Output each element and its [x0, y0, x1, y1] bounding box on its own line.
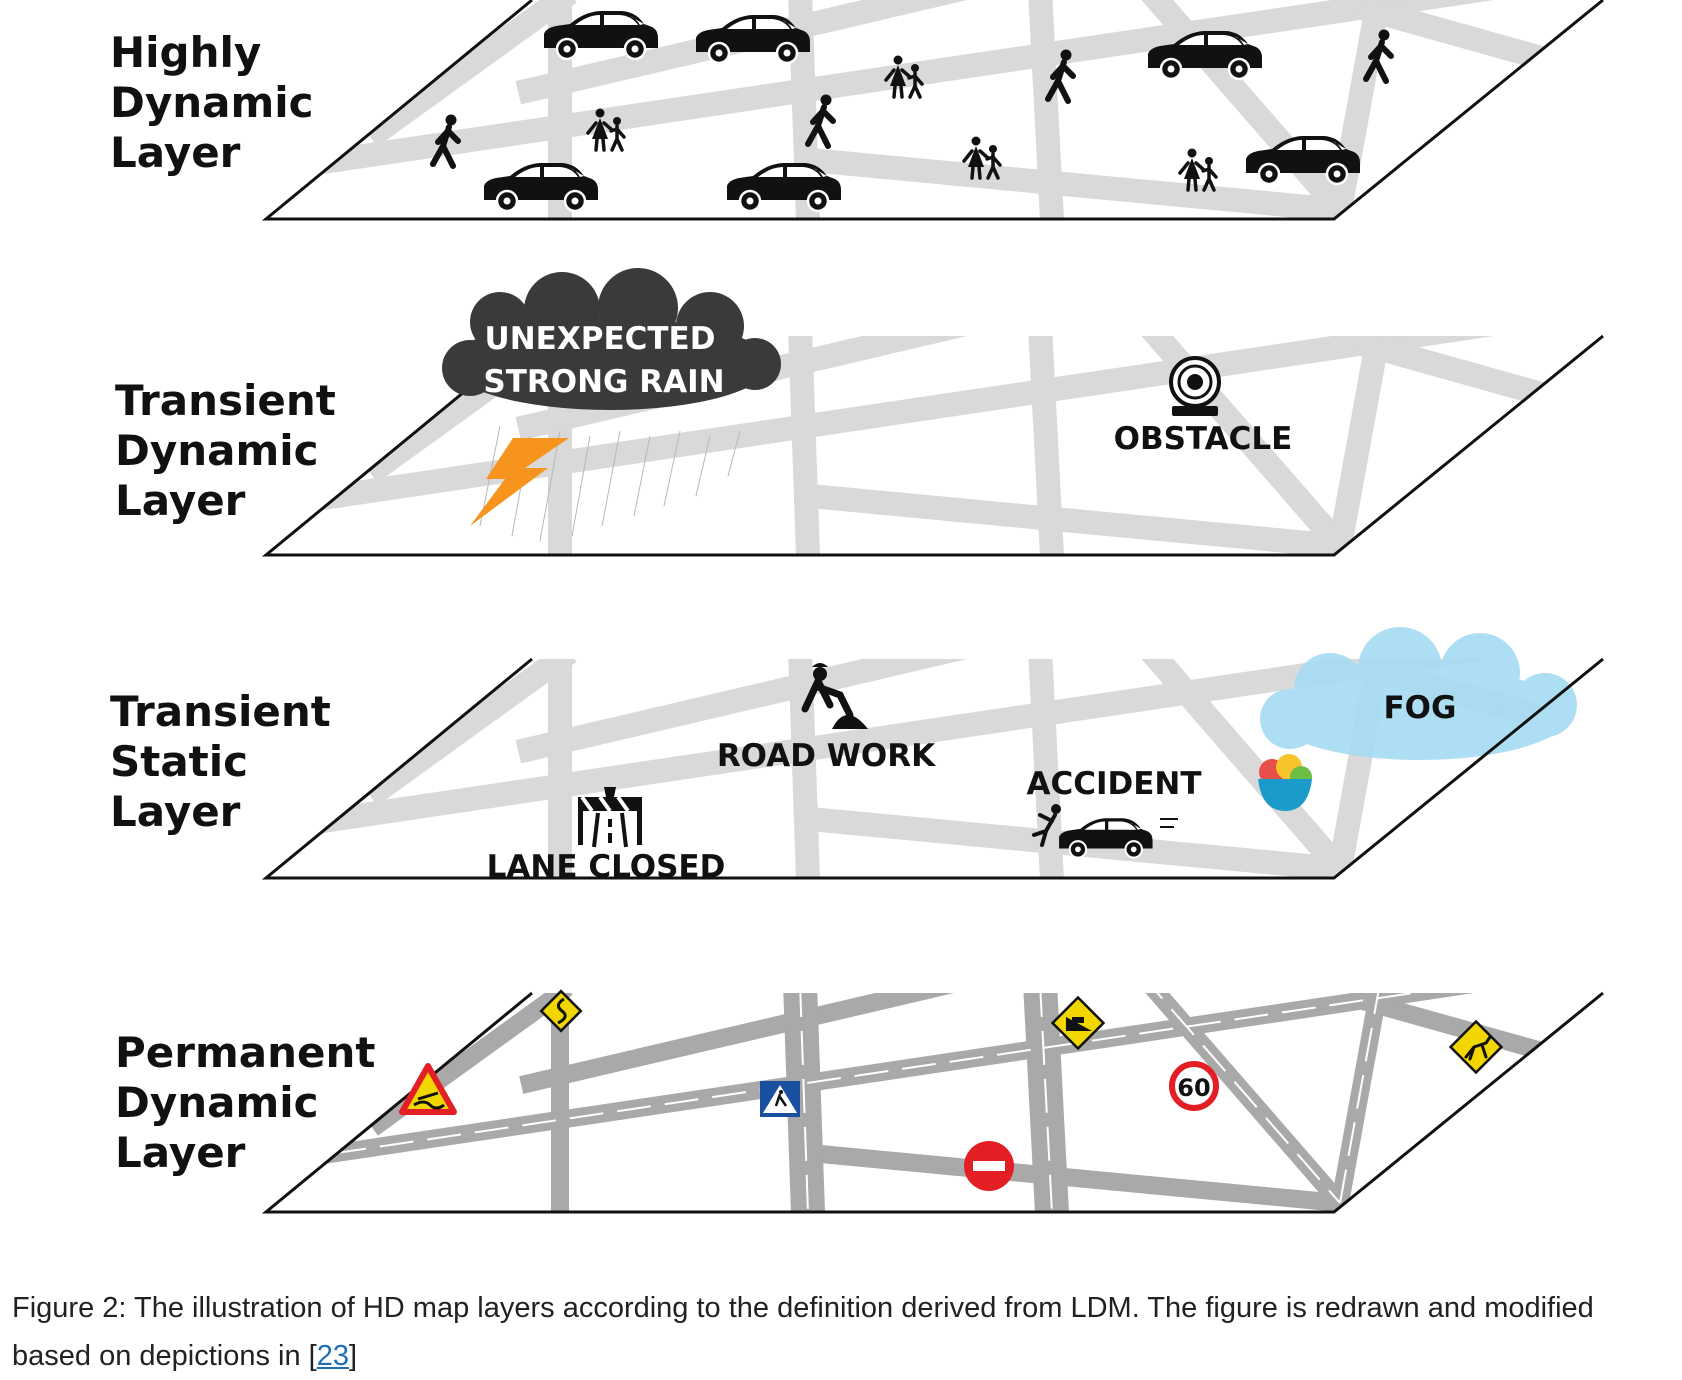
caption-end: ] — [348, 1340, 358, 1372]
layer-label-line: Dynamic — [115, 1078, 319, 1127]
figure-caption: Figure 2: The illustration of HD map lay… — [12, 1284, 1677, 1380]
layer-label-transient-dynamic: Transient Dynamic Layer — [115, 376, 336, 526]
curve-sign-icon — [539, 989, 583, 1033]
layer-label-line: Layer — [115, 1128, 246, 1177]
layer-label-highly-dynamic: Highly Dynamic Layer — [110, 28, 314, 178]
speed-limit-sign-icon: 60 — [1169, 1061, 1219, 1111]
accident-label: ACCIDENT — [1026, 766, 1201, 802]
rain-label-line1: UNEXPECTED — [485, 321, 716, 357]
layer-label-transient-static: Transient Static Layer — [110, 687, 331, 837]
fog-label: FOG — [1384, 690, 1457, 726]
layer-label-line: Transient — [115, 376, 336, 425]
no-entry-sign-icon — [964, 1141, 1014, 1191]
layer-label-line: Dynamic — [115, 426, 319, 475]
layer-label-line: Layer — [115, 476, 246, 525]
slippery-road-sign-icon — [399, 1063, 457, 1115]
layer-label-permanent-dynamic: Permanent Dynamic Layer — [115, 1028, 375, 1178]
hd-map-layers-diagram: UNEXPECTED STRONG RAIN OBSTACLE — [261, 0, 1604, 1214]
layer-label-line: Highly — [110, 28, 262, 77]
storm-cloud-icon: UNEXPECTED STRONG RAIN — [442, 268, 781, 410]
road-worker-icon — [801, 663, 868, 729]
debris-bowl-icon — [1258, 754, 1312, 811]
accident-icon — [1032, 804, 1178, 859]
rain-label-line2: STRONG RAIN — [483, 364, 724, 400]
layer-label-line: Layer — [110, 787, 241, 836]
lane-closed-label: LANE CLOSED — [487, 849, 726, 885]
layer-label-line: Dynamic — [110, 78, 314, 127]
pedestrian-icon — [433, 115, 458, 167]
tire-obstacle-icon — [1169, 356, 1221, 416]
lightning-icon — [470, 438, 569, 526]
layer-label-line: Transient — [110, 687, 331, 736]
caption-text: Figure 2: The illustration of HD map lay… — [12, 1292, 1594, 1372]
lane-closed-icon — [578, 787, 642, 848]
layer-transient-dynamic: UNEXPECTED STRONG RAIN OBSTACLE — [261, 268, 1604, 557]
car-icon — [482, 161, 600, 213]
speed-limit-value: 60 — [1177, 1074, 1210, 1102]
obstacle-label: OBSTACLE — [1114, 421, 1293, 457]
lane-markings — [266, 993, 1603, 1212]
layer-label-line: Permanent — [115, 1028, 376, 1077]
citation-link[interactable]: 23 — [316, 1340, 349, 1372]
layer-label-line: Layer — [110, 128, 241, 177]
road-work-label: ROAD WORK — [717, 738, 936, 774]
deer-crossing-sign-icon — [1448, 1019, 1504, 1075]
steep-grade-sign-icon — [1050, 995, 1106, 1051]
layer-label-line: Static — [110, 737, 249, 786]
crosswalk-sign-icon — [760, 1081, 800, 1117]
